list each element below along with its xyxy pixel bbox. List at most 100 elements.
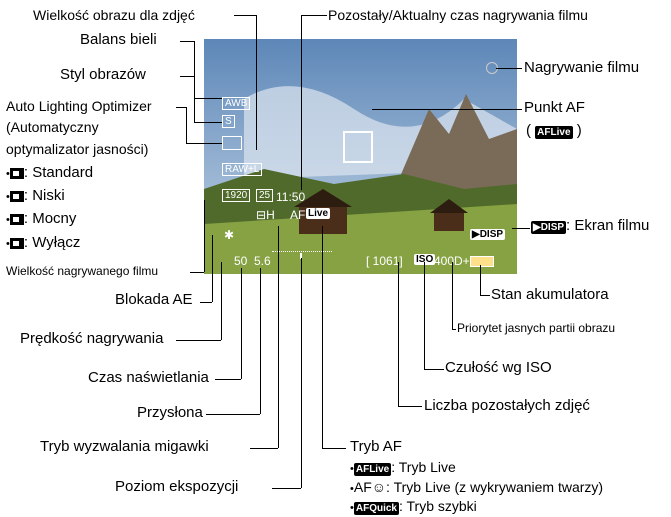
leader-picture-style <box>180 76 194 77</box>
label-alo-3: optymalizator jasności) <box>6 141 149 157</box>
leader-alo-h2 <box>186 143 222 144</box>
af-mode-indicator: AF <box>290 208 306 222</box>
leader-exposure <box>272 488 301 489</box>
leader-shutter-v <box>241 268 242 379</box>
leader-movie-size <box>190 272 204 273</box>
af-live-badge: AFLive <box>535 126 573 139</box>
leader-battery <box>480 295 490 296</box>
label-alo-2: (Automatyczny <box>6 119 99 135</box>
leader-drive-v <box>278 226 279 448</box>
leader-shutter <box>215 379 241 380</box>
label-battery: Stan akumulatora <box>491 286 609 303</box>
face-icon: ☺ <box>371 479 387 495</box>
leader-exposure-v <box>301 258 302 488</box>
leader-movie-size-v <box>204 200 205 272</box>
label-aperture: Przysłona <box>137 404 203 421</box>
label-exposure-level: Poziom ekspozycji <box>115 478 239 495</box>
label-ae-lock: Blokada AE <box>115 291 193 308</box>
leader-alo <box>176 107 186 108</box>
leader-aperture-v <box>260 268 261 414</box>
movie-display-badge: ▶DISP <box>531 221 567 234</box>
shots-remaining-value: [ 1061] <box>366 254 403 268</box>
label-drive-mode: Tryb wyzwalania migawki <box>40 438 209 455</box>
af-live-indicator: Live <box>306 208 331 219</box>
af-quick-item: •AFQuick: Tryb szybki <box>350 498 477 515</box>
leader-image-size <box>234 15 256 16</box>
leader-ae-lock <box>200 302 212 303</box>
highlight-priority-indicator: D+ <box>454 254 470 268</box>
alo-low-icon <box>9 190 24 202</box>
exposure-level-marker <box>300 253 302 259</box>
leader-shots-v <box>398 262 399 406</box>
movie-camera-icon: ▶ <box>533 222 541 233</box>
leader-white-balance <box>180 41 194 42</box>
label-highlight-priority: Priorytet jasnych partii obrazu <box>457 321 616 335</box>
alo-off-item: •: Wyłącz <box>6 234 81 251</box>
leader-hl-v <box>452 262 453 329</box>
movie-size-indicator: 1920 <box>222 189 251 202</box>
raw-quality-indicator: RAW+L <box>222 163 263 176</box>
leader-remaining-time-v <box>301 15 302 190</box>
label-movie-size: Wielkość nagrywanego filmu <box>6 264 159 278</box>
drive-mode-icon: ⊟ <box>256 208 267 222</box>
leader-af-mode <box>322 448 346 449</box>
scene-image <box>204 39 517 274</box>
leader-drive <box>250 448 278 449</box>
leader-iso-v <box>424 262 425 369</box>
drive-mode-indicator: ⊟H <box>256 208 275 222</box>
leader-hl <box>452 329 456 330</box>
leader-white-balance-v <box>194 41 195 98</box>
leader-image-size-v <box>256 15 257 150</box>
leader-alo-v <box>186 107 187 143</box>
movie-display-indicator: ▶DISP <box>470 229 506 240</box>
label-remaining-time: Pozostały/Aktualny czas nagrywania filmu <box>328 7 588 23</box>
label-movie-recording: Nagrywanie filmu <box>524 59 640 76</box>
leader-aperture <box>206 414 260 415</box>
time-remaining: 11:50 <box>276 190 306 204</box>
leader-picture-style-v <box>194 76 195 122</box>
label-alo-1: Auto Lighting Optimizer <box>6 98 152 114</box>
leader-frame-rate <box>176 340 221 341</box>
leader-remaining-time <box>301 15 327 16</box>
af-quick-badge: AFQuick <box>353 502 399 515</box>
alo-standard-icon <box>9 167 24 179</box>
af-face-item: •AF☺: Tryb Live (z wykrywaniem twarzy) <box>350 479 604 495</box>
alo-high-item: •: Mocny <box>6 210 77 227</box>
leader-movie-display <box>512 228 530 229</box>
awb-indicator: AWB <box>222 97 251 110</box>
aperture-value: 5.6 <box>254 254 271 268</box>
label-iso: Czułość wg ISO <box>445 359 552 376</box>
label-af-mode: Tryb AF <box>350 438 402 455</box>
af-point-frame <box>343 131 373 163</box>
af-point-note: ( AFLive ) <box>526 122 582 139</box>
af-live-badge: AFLive <box>353 463 392 476</box>
live-view-screen: AWB S RAW+L 1920 25 11:50 ⊟H AF Live ✱ 5… <box>204 39 517 274</box>
movie-display-item: ▶DISP: Ekran filmu <box>531 217 650 234</box>
exposure-level-scale <box>272 243 332 252</box>
label-shutter-speed: Czas naświetlania <box>88 369 209 386</box>
ae-lock-indicator: ✱ <box>224 228 235 242</box>
iso-badge: ISO <box>414 254 436 265</box>
label-picture-style: Styl obrazów <box>60 66 146 83</box>
iso-value: 400 <box>434 254 455 268</box>
leader-af-mode-v <box>322 226 323 448</box>
label-af-point: Punkt AF <box>524 99 585 116</box>
alo-low-item: •: Niski <box>6 187 65 204</box>
leader-ae-lock-v <box>212 235 213 302</box>
leader-battery-v <box>480 265 481 295</box>
leader-iso <box>424 369 444 370</box>
leader-movie-recording <box>496 68 522 69</box>
alo-off-icon <box>9 237 24 249</box>
leader-white-balance-h2 <box>194 98 222 99</box>
label-white-balance: Balans bieli <box>80 31 157 48</box>
leader-frame-rate-v <box>221 262 222 340</box>
movie-camera-icon: ▶ <box>472 229 480 240</box>
af-live-item: •AFLive: Tryb Live <box>350 459 456 476</box>
label-frame-rate: Prędkość nagrywania <box>20 330 164 347</box>
label-shots-remaining: Liczba pozostałych zdjęć <box>424 397 590 414</box>
leader-shots <box>398 406 422 407</box>
leader-picture-style-h2 <box>194 122 222 123</box>
label-image-size: Wielkość obrazu dla zdjęć <box>33 7 195 23</box>
alo-indicator <box>222 136 242 150</box>
alo-standard-item: •: Standard <box>6 164 94 181</box>
